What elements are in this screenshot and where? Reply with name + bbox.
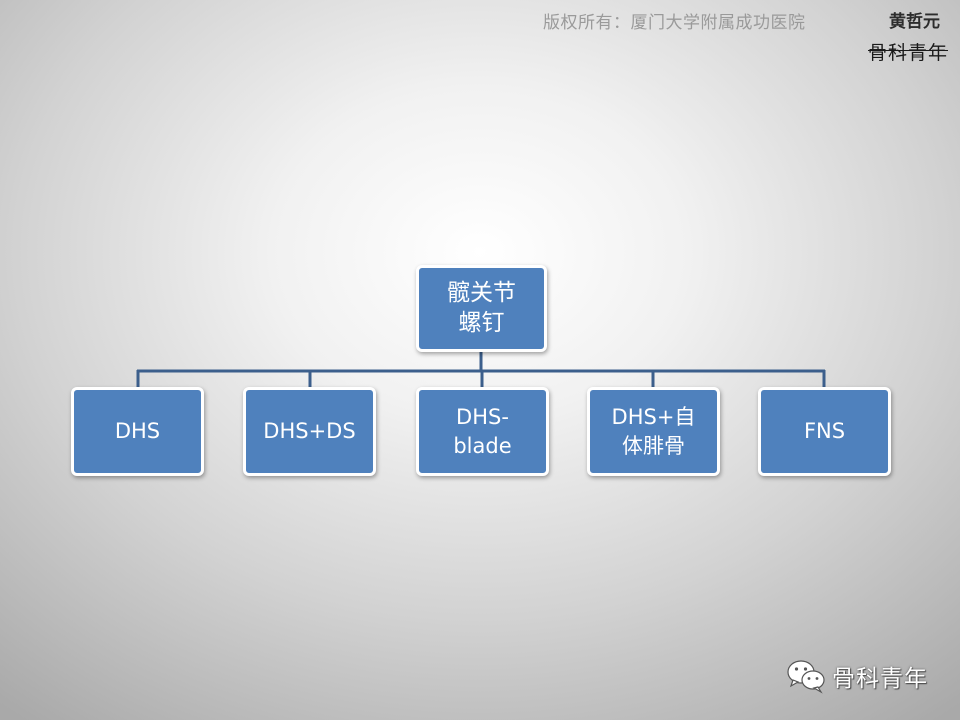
- child-node-label-line2: blade: [453, 433, 512, 458]
- watermark-text: 骨科青年: [832, 666, 928, 692]
- child-node-label: DHS: [114, 419, 161, 444]
- child-node-label-line1: DHS+自: [611, 405, 696, 430]
- child-node-fns: FNS: [758, 387, 891, 476]
- child-node-dhs-ds: DHS+DS: [243, 387, 376, 476]
- root-node-line1: 髋关节: [447, 279, 516, 306]
- child-node-dhs-fibula: DHS+自 体腓骨: [587, 387, 720, 476]
- child-node-label-line1: DHS-: [456, 405, 509, 430]
- author-name: 黄哲元: [889, 12, 940, 32]
- watermark: 骨科青年: [786, 658, 928, 694]
- child-node-label: DHS+DS: [263, 419, 356, 444]
- header-logo: 骨科青年: [868, 38, 949, 65]
- child-node-label: FNS: [803, 419, 846, 444]
- root-node: 髋关节 螺钉: [416, 265, 547, 352]
- copyright-text: 版权所有：厦门大学附属成功医院: [543, 13, 806, 33]
- child-node-label-line2: 体腓骨: [621, 433, 685, 458]
- child-node-dhs-blade: DHS- blade: [416, 387, 549, 476]
- wechat-icon: [787, 660, 825, 694]
- root-node-line2: 螺钉: [458, 309, 505, 336]
- child-node-dhs: DHS: [71, 387, 204, 476]
